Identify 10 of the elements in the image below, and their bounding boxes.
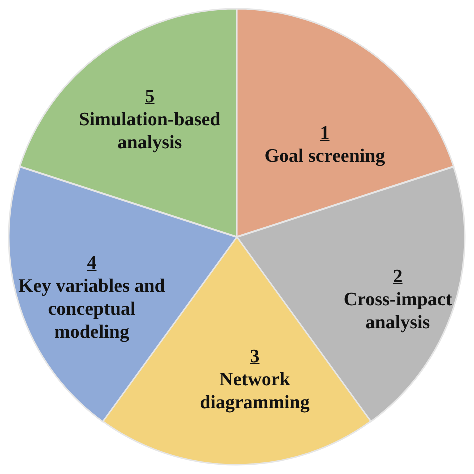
step-label: Goal screening	[264, 145, 386, 168]
step-label: Simulation-based analysis	[78, 108, 222, 154]
step-number: 4	[87, 252, 97, 275]
step-number: 1	[320, 122, 330, 145]
step-label: Key variables and conceptual modeling	[18, 274, 166, 344]
step-number: 3	[250, 346, 260, 368]
step-number: 2	[393, 265, 403, 288]
step-label: Cross-impact analysis	[342, 288, 454, 334]
step-label: Network diagramming	[199, 368, 311, 414]
step-number: 5	[145, 86, 155, 108]
